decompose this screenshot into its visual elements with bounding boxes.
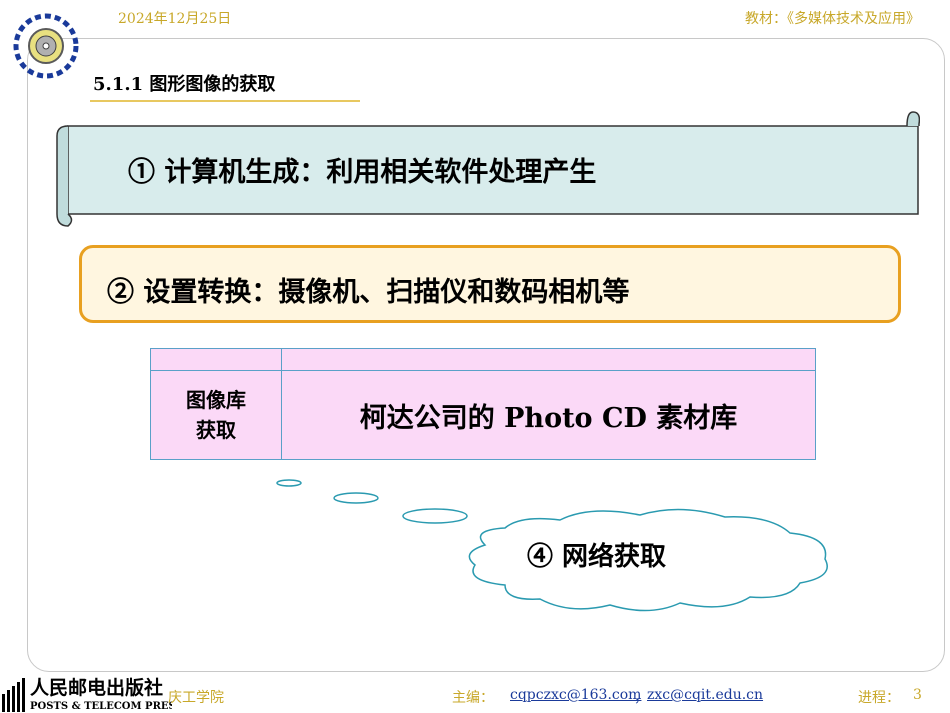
kodak-photo-cd: 柯达公司的 Photo CD 素材库 — [281, 370, 816, 460]
publisher-logo: 人民邮电出版社 POSTS & TELECOM PRESS — [2, 676, 172, 712]
section-underline — [90, 100, 360, 102]
item-device-conversion: ② 设置转换：摄像机、扫描仪和数码相机等 — [107, 277, 630, 308]
table-cell — [150, 348, 282, 371]
section-title: 5.1.1 图形图像的获取 — [93, 74, 276, 95]
cloud-callout — [276, 479, 828, 612]
footer-school: 庆工学院 — [168, 690, 224, 706]
publisher-name-en: POSTS & TELECOM PRESS — [30, 701, 172, 712]
table-cell — [281, 348, 816, 371]
item-network-acquisition: ④ 网络获取 — [527, 542, 667, 572]
device-conversion-box — [79, 245, 901, 323]
footer-progress-label: 进程： — [858, 690, 900, 706]
page-number: 3 — [913, 687, 922, 703]
scroll-banner — [56, 111, 920, 227]
cd-logo-icon — [13, 13, 79, 79]
email-link-2[interactable]: zxc@cqit.edu.cn — [647, 687, 764, 703]
publisher-name-cn: 人民邮电出版社 — [30, 676, 163, 699]
header-book-title: 教材：《多媒体技术及应用》 — [745, 11, 920, 27]
image-library-table: 图像库 获取 柯达公司的 Photo CD 素材库 — [150, 348, 816, 460]
footer-editor-label: 主编： — [452, 690, 494, 706]
item-computer-generated: ① 计算机生成：利用相关软件处理产生 — [128, 157, 597, 188]
slide-frame — [27, 38, 945, 672]
header-date: 2024年12月25日 — [118, 11, 232, 27]
image-library-label: 图像库 获取 — [150, 370, 282, 460]
email-link-1[interactable]: cqpczxc@163.com — [510, 687, 642, 703]
email-separator: ， — [634, 690, 648, 706]
